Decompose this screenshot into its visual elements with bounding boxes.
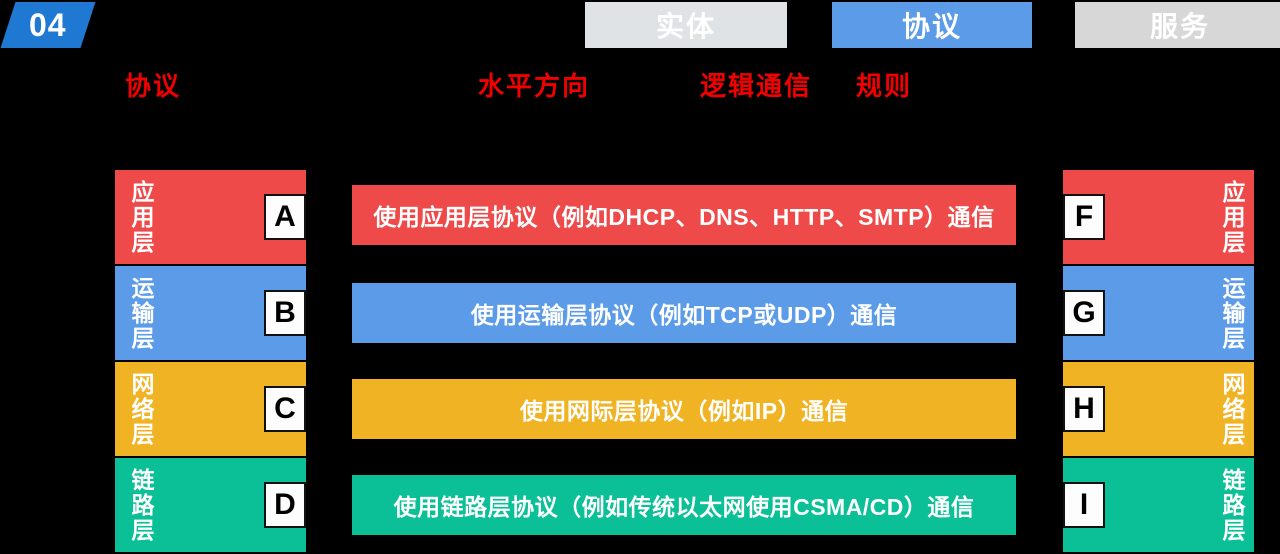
protocol-bar-application: 使用应用层协议（例如DHCP、DNS、HTTP、SMTP）通信 [352, 185, 1016, 245]
layer-label: 运输层 [1219, 275, 1245, 351]
layer-label: 运输层 [128, 275, 154, 351]
layer-row: F 应用层 [1063, 170, 1254, 264]
layer-label: 应用层 [128, 179, 154, 255]
layer-badge: F [1063, 194, 1105, 240]
section-number-badge: 04 [0, 2, 96, 48]
layer-label: 链路层 [128, 467, 154, 543]
annotation-protocol: 协议 [125, 71, 182, 101]
layer-label: 网络层 [1219, 371, 1245, 447]
protocol-bar-transport: 使用运输层协议（例如TCP或UDP）通信 [352, 283, 1016, 343]
layer-badge: G [1063, 290, 1105, 336]
tab-service[interactable]: 服务 [1075, 2, 1280, 48]
layer-badge: D [264, 482, 306, 528]
protocol-bar-link: 使用链路层协议（例如传统以太网使用CSMA/CD）通信 [352, 475, 1016, 535]
layer-badge: B [264, 290, 306, 336]
protocol-bar-network: 使用网际层协议（例如IP）通信 [352, 379, 1016, 439]
annotation-rule: 规则 [856, 71, 913, 101]
layer-badge: A [264, 194, 306, 240]
tab-protocol[interactable]: 协议 [832, 2, 1032, 48]
layer-label: 链路层 [1219, 467, 1245, 543]
layer-badge: H [1063, 386, 1105, 432]
section-number-label: 04 [29, 7, 67, 43]
layer-label: 网络层 [128, 371, 154, 447]
layer-label: 应用层 [1219, 179, 1245, 255]
layer-badge: C [264, 386, 306, 432]
left-protocol-stack: 应用层 A 运输层 B 网络层 C 链路层 D [115, 170, 306, 554]
tab-entity[interactable]: 实体 [585, 2, 787, 48]
annotation-logical: 逻辑通信 [700, 71, 813, 101]
layer-row: G 运输层 [1063, 266, 1254, 360]
layer-badge: I [1063, 482, 1105, 528]
layer-row: 运输层 B [115, 266, 306, 360]
layer-row: 应用层 A [115, 170, 306, 264]
layer-row: 网络层 C [115, 362, 306, 456]
layer-row: H 网络层 [1063, 362, 1254, 456]
layer-row: I 链路层 [1063, 458, 1254, 552]
layer-row: 链路层 D [115, 458, 306, 552]
annotation-horizontal: 水平方向 [478, 71, 591, 101]
right-protocol-stack: F 应用层 G 运输层 H 网络层 I 链路层 [1063, 170, 1254, 554]
